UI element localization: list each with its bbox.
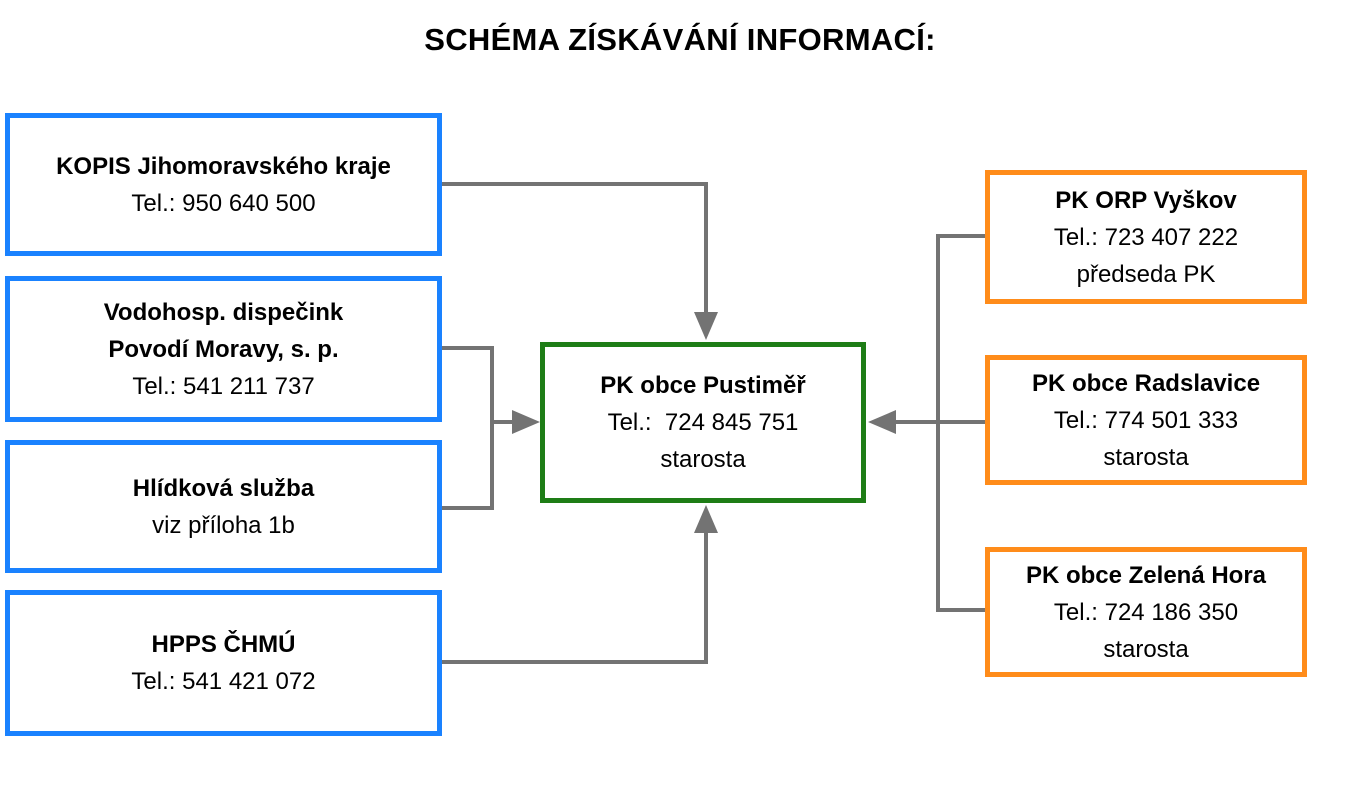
committee-phone-zelena-hora: Tel.: 724 186 350 [1053,598,1239,626]
committee-role-radslavice: starosta [1103,443,1189,471]
committee-box-vyskov: PK ORP Vyškov Tel.: 723 407 222 předseda… [985,170,1307,304]
source-phone-hpps: Tel.: 541 421 072 [131,668,316,695]
arrow-right-head [868,410,896,434]
committee-name-vyskov: PK ORP Vyškov [1055,186,1237,214]
committee-phone-vyskov: Tel.: 723 407 222 [1053,223,1239,251]
source-box-kopis: KOPIS Jihomoravského kraje Tel.: 950 640… [5,113,442,256]
committee-box-radslavice: PK obce Radslavice Tel.: 774 501 333 sta… [985,355,1307,485]
source-name-dispecink-line2: Povodí Moravy, s. p. [108,335,339,363]
diagram-title: SCHÉMA ZÍSKÁVÁNÍ INFORMACÍ: [424,22,936,57]
committee-box-zelena-hora: PK obce Zelená Hora Tel.: 724 186 350 st… [985,547,1307,677]
source-phone-kopis: Tel.: 950 640 500 [131,189,316,217]
committee-role-vyskov: předseda PK [1076,260,1216,288]
center-box-pustimer: PK obce Pustiměř Tel.: 724 845 751 staro… [540,342,866,503]
source-box-hlidkova: Hlídková služba viz příloha 1b [5,440,442,573]
source-box-dispecink: Vodohosp. dispečink Povodí Moravy, s. p.… [5,276,442,422]
arrow-kopis-head [694,312,718,340]
committee-role-zelena-hora: starosta [1103,635,1189,663]
committee-phone-radslavice: Tel.: 774 501 333 [1053,406,1239,434]
center-role: starosta [660,446,746,473]
source-name-dispecink-line1: Vodohosp. dispečink [103,298,344,326]
center-phone: Tel.: 724 845 751 [607,409,799,436]
committee-name-zelena-hora: PK obce Zelená Hora [1025,561,1267,589]
committee-name-radslavice: PK obce Radslavice [1031,369,1261,397]
connector-kopis [442,182,708,326]
source-name-kopis: KOPIS Jihomoravského kraje [56,152,391,180]
connector-hpps [442,520,708,664]
center-name: PK obce Pustiměř [600,372,806,399]
arrow-left-head [512,410,540,434]
connector-dispecink [442,346,494,510]
source-note-hlidkova: viz příloha 1b [152,511,295,539]
source-name-hpps: HPPS ČHMÚ [151,631,296,658]
arrow-hpps-head [694,505,718,533]
source-box-hpps: HPPS ČHMÚ Tel.: 541 421 072 [5,590,442,736]
source-phone-dispecink: Tel.: 541 211 737 [132,372,315,400]
source-name-hlidkova: Hlídková služba [132,474,315,502]
